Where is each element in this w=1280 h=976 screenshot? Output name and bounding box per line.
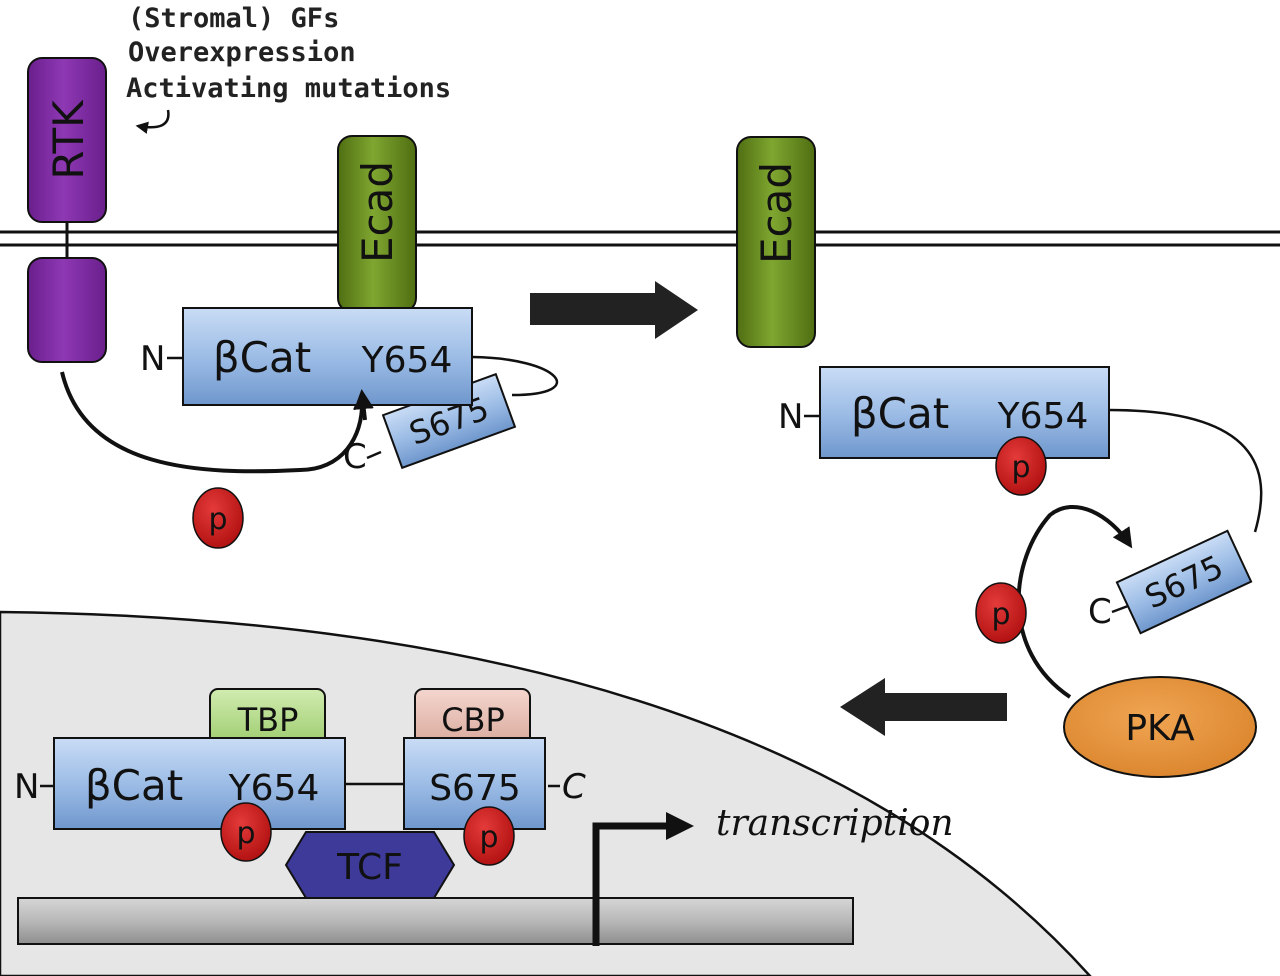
- phospho-p-pka: p: [975, 582, 1027, 644]
- svg-text:p: p: [479, 820, 498, 855]
- svg-text:p: p: [236, 816, 255, 851]
- phospho-p-s675-nuclear: p: [463, 806, 515, 866]
- rtk-extracellular: [27, 57, 107, 223]
- svg-text:p: p: [208, 502, 227, 537]
- rtk-receptor: RTK: [27, 57, 107, 363]
- bcat-right: βCat Y654: [819, 366, 1110, 459]
- cbp-factor: CBP: [414, 688, 531, 748]
- n-terminus-nuclear: N: [14, 767, 39, 807]
- y654-left-label: Y654: [361, 340, 453, 381]
- ecad-left: Ecad: [337, 135, 417, 313]
- bcat-left-label: βCat: [213, 333, 311, 382]
- rtk-phosphorylation-arrow: [60, 371, 373, 474]
- svg-text:p: p: [1011, 450, 1030, 485]
- note-line-1: (Stromal) GFs: [128, 3, 339, 34]
- tbp-factor: TBP: [209, 688, 326, 748]
- c-terminus-left: C: [343, 437, 367, 477]
- phospho-p-left: p: [192, 487, 244, 549]
- transcription-start-arrow: [592, 812, 694, 946]
- rtk-intracellular: [27, 257, 107, 363]
- phospho-p-y654-nuclear: p: [220, 802, 272, 862]
- ecad-right: Ecad: [736, 136, 816, 348]
- linker-loop-right: [1108, 408, 1263, 533]
- ecad-right-label: Ecad: [752, 162, 801, 264]
- transition-arrow-left: [840, 678, 1007, 736]
- s675-box-right: S675: [1115, 529, 1253, 635]
- y654-right-label: Y654: [997, 396, 1089, 437]
- y654-nuclear-label: Y654: [228, 768, 320, 809]
- transcription-label: transcription: [716, 803, 954, 844]
- phospho-p-y654-right: p: [995, 436, 1047, 496]
- pka-phosphorylation-arrow: [1016, 504, 1133, 699]
- transition-arrow-right: [530, 281, 698, 339]
- tbp-label: TBP: [237, 701, 299, 739]
- n-terminus-right: N: [778, 397, 803, 437]
- c-terminus-nuclear: C: [562, 767, 586, 807]
- bcat-left: βCat Y654: [182, 307, 473, 406]
- s675-nuclear-label: S675: [429, 768, 521, 809]
- bcat-right-label: βCat: [851, 389, 949, 438]
- pka-label: PKA: [1125, 708, 1195, 749]
- linker-loop-left: [471, 355, 559, 397]
- bcat-nuclear-label: βCat: [85, 761, 183, 810]
- note-line-3: Activating mutations: [126, 73, 451, 104]
- growth-factor-note: (Stromal) GFs Overexpression Activating …: [126, 3, 451, 134]
- svg-text:p: p: [991, 597, 1010, 632]
- note-arrow: [135, 109, 170, 134]
- rtk-label: RTK: [44, 99, 93, 180]
- cbp-label: CBP: [441, 701, 505, 739]
- n-terminus-left: N: [140, 339, 165, 379]
- tcf-label: TCF: [336, 847, 403, 888]
- dna-strand: [17, 897, 854, 945]
- ecad-left-label: Ecad: [353, 161, 402, 263]
- bcat-nuclear: βCat Y654: [53, 737, 346, 830]
- note-line-2: Overexpression: [128, 37, 356, 68]
- pka-kinase: PKA: [1063, 676, 1257, 778]
- c-terminus-right: C: [1088, 592, 1112, 632]
- tcf-factor: TCF: [284, 831, 456, 899]
